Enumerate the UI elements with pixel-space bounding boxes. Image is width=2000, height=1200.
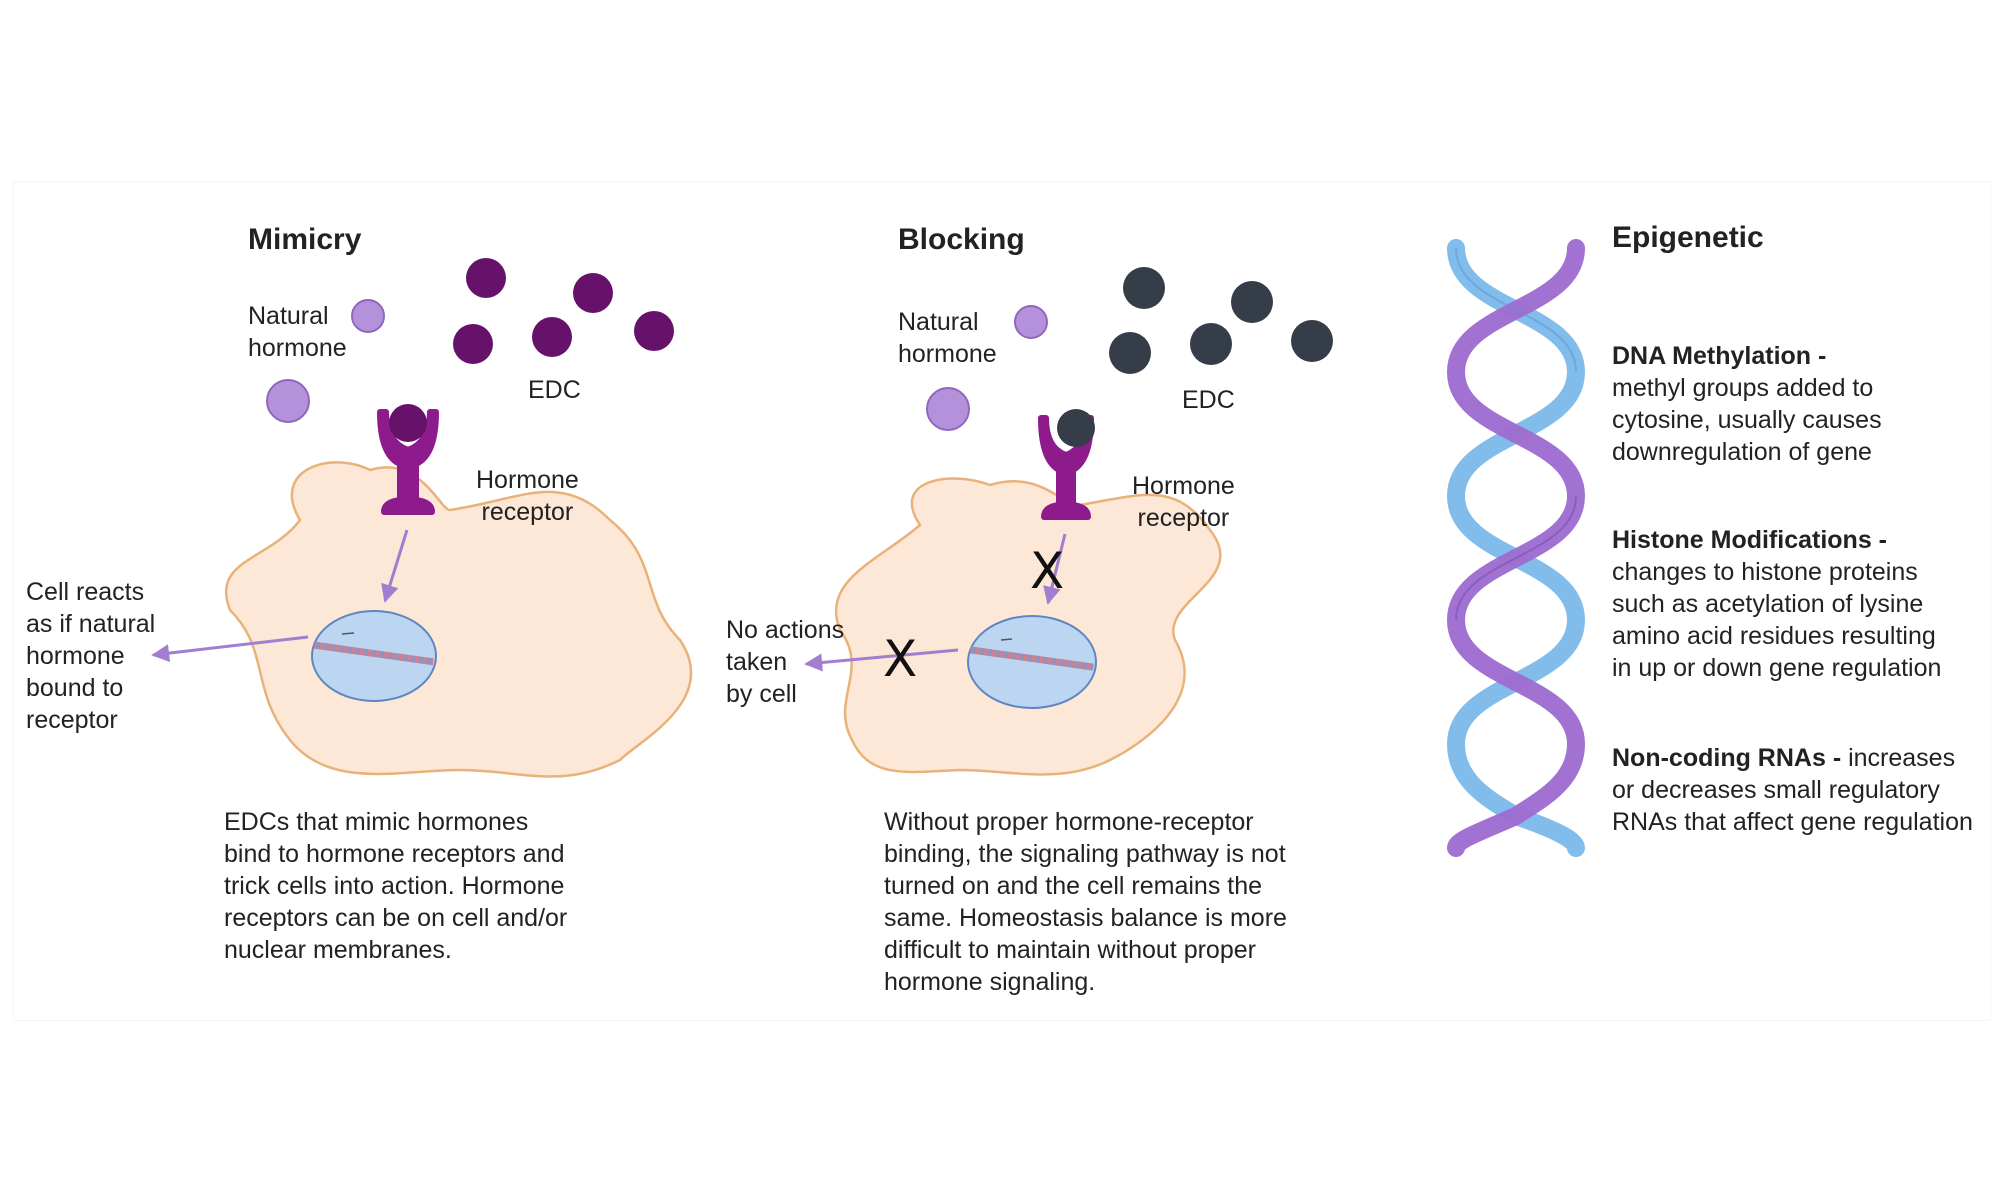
mimicry-arrow-down [381, 529, 409, 603]
blocking-edc-5 [1291, 320, 1333, 362]
epigenetic-item-heading: DNA Methylation - [1612, 342, 1827, 370]
mimicry-natural-hormone-label: Natural hormone [248, 302, 347, 362]
epigenetic-item-text: changes to histone proteins such as acet… [1612, 558, 1942, 682]
mimicry-edc-2 [573, 273, 613, 313]
epigenetic-item-non-coding-rnas: Non-coding RNAs - increases or decreases… [1612, 742, 1973, 838]
blocking-edc-1 [1123, 267, 1165, 309]
epigenetic-item-heading: Non-coding RNAs - [1612, 744, 1842, 772]
mimicry-receptor [377, 409, 439, 515]
mimicry-cell-reaction-label: Cell reacts as if natural hormone bound … [26, 578, 156, 734]
mimicry-cell [224, 461, 693, 778]
mimicry-edc-label: EDC [528, 376, 581, 404]
blocking-edc-2 [1231, 281, 1273, 323]
blocking-edc-4 [1190, 323, 1232, 365]
mimicry-natural-hormone-2 [266, 379, 310, 423]
blocking-arrow-down [1043, 533, 1067, 605]
epigenetic-item-text: increases or decreases small regulatory … [1612, 744, 1973, 836]
epigenetic-item-heading: Histone Modifications - [1612, 526, 1887, 554]
blocking-receptor [1038, 415, 1094, 520]
mimicry-natural-hormone-1 [351, 299, 385, 333]
mimicry-description: EDCs that mimic hormones bind to hormone… [224, 808, 568, 964]
blocking-edc-3 [1109, 332, 1151, 374]
blocking-title: Blocking [898, 223, 1025, 256]
blocked-response-x-mark: X [883, 630, 918, 688]
mimicry-bound-edc [389, 404, 427, 442]
mimicry-panel [151, 258, 693, 778]
dna-double-helix [1446, 239, 1586, 857]
blocking-arrow-out [804, 648, 959, 672]
mimicry-arrow-out [151, 635, 309, 663]
epigenetic-item-histone-modifications: Histone Modifications - changes to histon… [1612, 524, 1941, 684]
blocking-natural-hormone-1 [1014, 305, 1048, 339]
mimicry-edc-5 [634, 311, 674, 351]
mimicry-dna [314, 641, 434, 666]
blocking-bound-edc [1057, 409, 1095, 447]
blocking-natural-hormone-2 [926, 387, 970, 431]
epigenetic-item-dna-methylation: DNA Methylation - methyl groups added to … [1612, 340, 1882, 468]
mimicry-receptor-label: Hormone receptor [476, 466, 579, 526]
epigenetic-item-text: methyl groups added to cytosine, usually… [1612, 374, 1882, 466]
blocking-natural-hormone-label: Natural hormone [898, 308, 997, 368]
blocked-receptor-x-mark: X [1030, 542, 1065, 600]
blocking-receptor-label: Hormone receptor [1132, 472, 1235, 532]
mimicry-edc-4 [532, 317, 572, 357]
mimicry-edc-1 [466, 258, 506, 298]
blocking-dna [970, 646, 1094, 671]
blocking-panel [804, 267, 1333, 776]
blocking-edc-label: EDC [1182, 386, 1235, 414]
blocking-no-action-label: No actions taken by cell [726, 616, 845, 708]
epigenetic-title: Epigenetic [1612, 221, 1764, 254]
mimicry-title: Mimicry [248, 223, 362, 256]
mimicry-edc-3 [453, 324, 493, 364]
blocking-description: Without proper hormone-receptor binding,… [884, 808, 1287, 996]
